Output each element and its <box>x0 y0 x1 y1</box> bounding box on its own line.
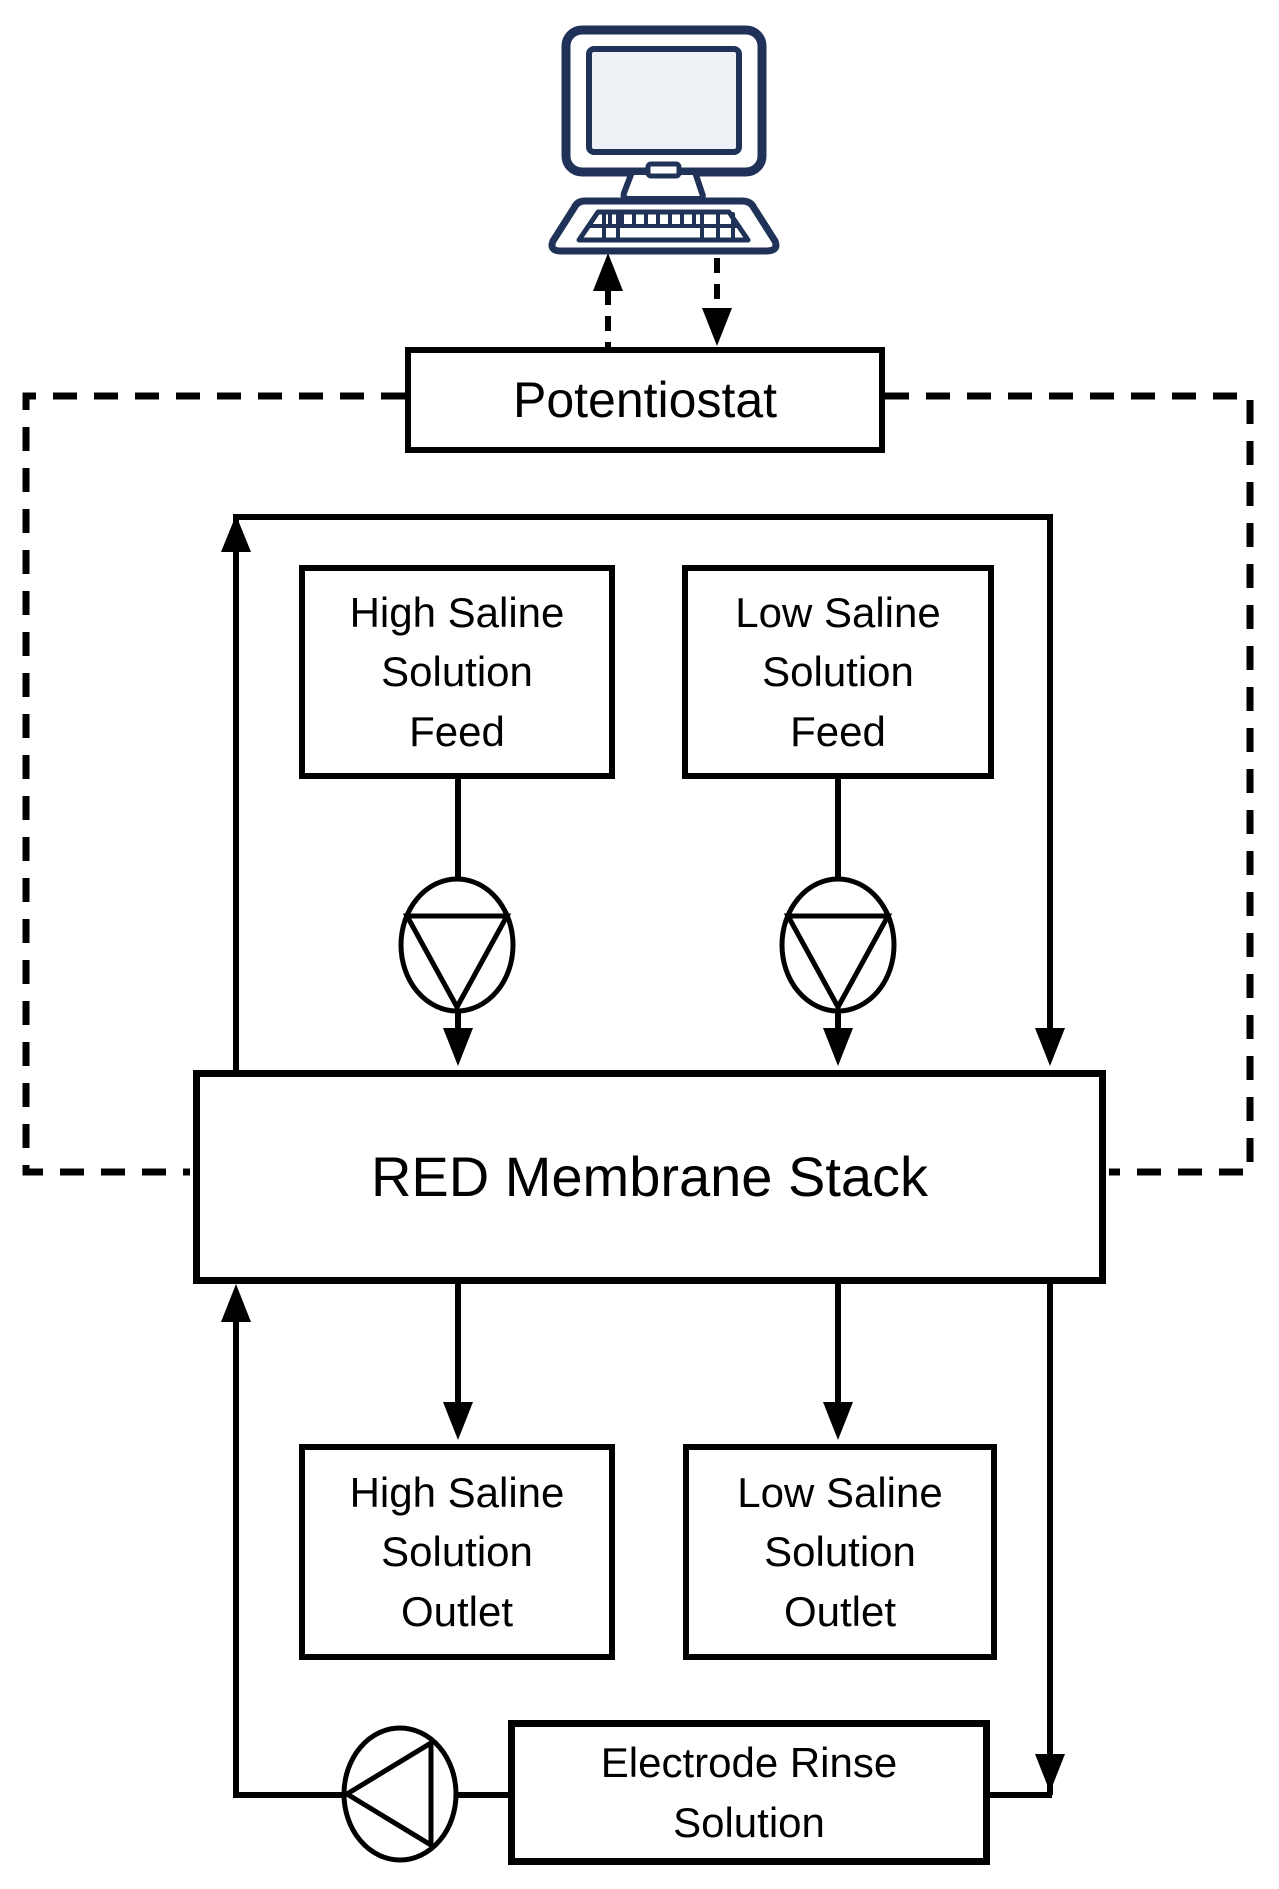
arrow-up-icon <box>221 1284 251 1322</box>
arrow-down-icon <box>443 1402 473 1440</box>
down-arrow-icon <box>702 308 732 346</box>
node-high-saline-outlet: High Saline Solution Outlet <box>299 1444 615 1660</box>
arrow-down-icon <box>823 1402 853 1440</box>
dashed-right-lead <box>885 392 1254 1176</box>
up-arrow-icon <box>593 253 623 291</box>
monitor-stand-tab <box>645 161 682 179</box>
flow-arrowheads <box>221 515 1065 1792</box>
high-feed-pump-icon <box>398 876 516 1014</box>
potentiostat-dashed-circuit <box>22 392 1254 1176</box>
node-high-saline-feed: High Saline Solution Feed <box>299 565 615 779</box>
keyboard-keys <box>587 210 740 242</box>
node-low-saline-outlet: Low Saline Solution Outlet <box>683 1444 997 1660</box>
computer-icon <box>548 25 780 255</box>
rinse-supply-line <box>986 1283 1053 1798</box>
arrow-down-icon <box>443 1028 473 1066</box>
pumps <box>341 876 897 1863</box>
arrow-down-icon <box>823 1028 853 1066</box>
arrow-up-icon <box>221 515 251 552</box>
node-red-membrane-stack: RED Membrane Stack <box>193 1070 1106 1284</box>
rinse-pump-icon <box>341 1725 459 1863</box>
node-low-saline-feed: Low Saline Solution Feed <box>682 565 994 779</box>
arrow-down-icon <box>1035 1028 1065 1066</box>
dashed-left-lead <box>22 392 405 1176</box>
node-potentiostat: Potentiostat <box>405 347 885 453</box>
arrow-down-icon <box>1035 1754 1065 1792</box>
node-electrode-rinse-solution: Electrode Rinse Solution <box>508 1720 990 1865</box>
monitor-screen <box>586 46 742 155</box>
keyboard-keys-area <box>576 209 751 243</box>
low-feed-pump-icon <box>779 876 897 1014</box>
rinse-top-loop-line <box>233 514 1053 1070</box>
computer-potentiostat-arrows <box>593 253 732 347</box>
